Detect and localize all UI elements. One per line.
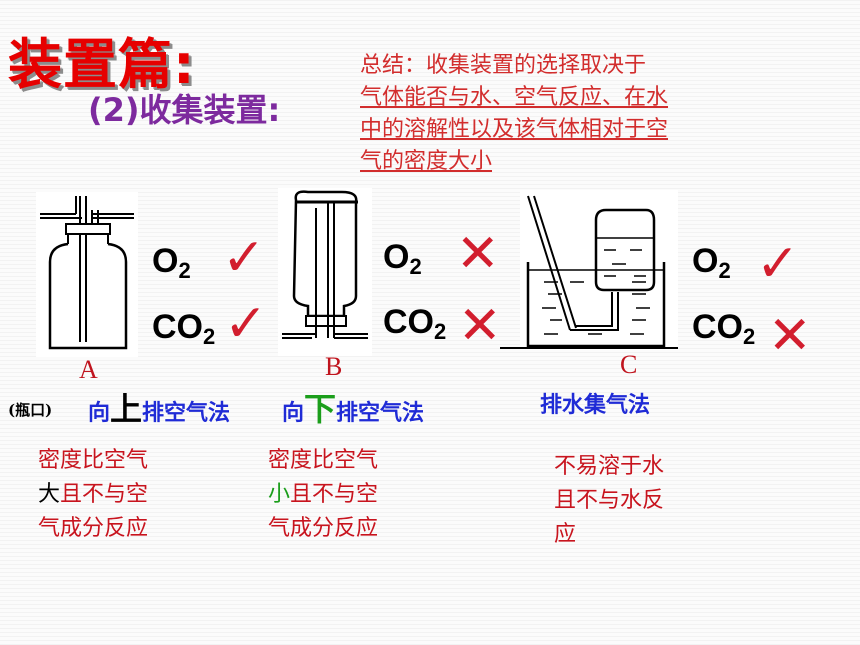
summary-text: 总结：收集装置的选择取决于 气体能否与水、空气反应、在水 中的溶解性以及该气体相… [360,50,770,178]
summary-line-3: 中的溶解性以及该气体相对于空 [360,117,669,142]
summary-line-2: 气体能否与水、空气反应、在水 [360,85,669,110]
summary-line-4: 气的密度大小 [360,149,493,174]
water-displacement-method: 排水集气法 [540,393,651,418]
apparatus-label-c: C [620,350,638,379]
condition-a: 密度比空气 大且不与空 气成分反应 [38,448,149,541]
section-subtitle: (2)收集装置: [88,91,281,129]
apparatus-label-a: A [79,355,98,384]
apparatus-label-b: B [325,352,343,381]
condition-b: 密度比空气 小且不与空 气成分反应 [268,448,379,541]
upward-air-method: 向上排空气法 [88,390,231,428]
gas-label-co2-a: CO2 [152,308,216,349]
apparatus-a-diagram [36,192,138,357]
check-icon: ✓ [224,294,268,354]
summary-line-1: 总结：收集装置的选择取决于 [360,53,647,78]
page-title: 装置篇: [8,33,196,96]
cross-icon: ✕ [456,224,500,284]
cross-icon: ✕ [768,306,812,366]
check-icon: ✓ [222,228,266,288]
apparatus-b-diagram [278,188,372,356]
gas-label-o2-b: O2 [383,238,422,279]
check-icon: ✓ [756,234,800,294]
apparatus-c-diagram [500,190,678,350]
cross-icon: ✕ [458,296,502,356]
bottle-mouth-label: (瓶口) [8,401,53,419]
gas-label-o2-a: O2 [152,242,191,283]
gas-label-o2-c: O2 [692,242,731,283]
condition-c: 不易溶于水 且不与水反 应 [554,454,665,547]
downward-air-method: 向下排空气法 [282,390,425,428]
gas-label-co2-b: CO2 [383,303,447,344]
gas-label-co2-c: CO2 [692,308,756,349]
